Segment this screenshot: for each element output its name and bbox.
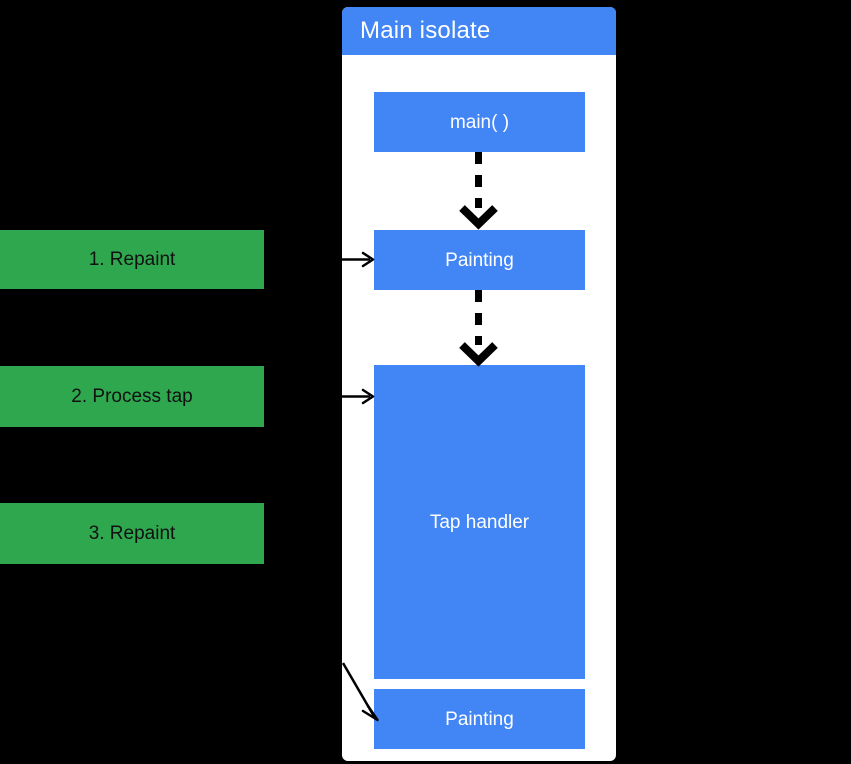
stage-label-main: main( ) xyxy=(449,111,510,133)
stage-label-tap-handler: Tap handler xyxy=(429,511,530,533)
stage-box-painting-second: Painting xyxy=(374,689,585,749)
stage-label-painting-second: Painting xyxy=(445,708,514,730)
step-box-repaint-1: 1. Repaint xyxy=(0,230,264,289)
stage-box-main: main( ) xyxy=(374,92,585,152)
step-label-process-tap: 2. Process tap xyxy=(71,386,193,407)
main-isolate-title: Main isolate xyxy=(360,17,491,44)
stage-box-painting-first: Painting xyxy=(374,230,585,290)
step-label-repaint-1: 1. Repaint xyxy=(88,249,176,270)
step-box-repaint-3: 3. Repaint xyxy=(0,503,264,564)
step-box-process-tap: 2. Process tap xyxy=(0,366,264,427)
main-isolate-header: Main isolate xyxy=(342,7,616,55)
stage-label-painting-first: Painting xyxy=(445,249,514,271)
stage-box-tap-handler: Tap handler xyxy=(374,365,585,679)
step-label-repaint-3: 3. Repaint xyxy=(88,523,176,544)
